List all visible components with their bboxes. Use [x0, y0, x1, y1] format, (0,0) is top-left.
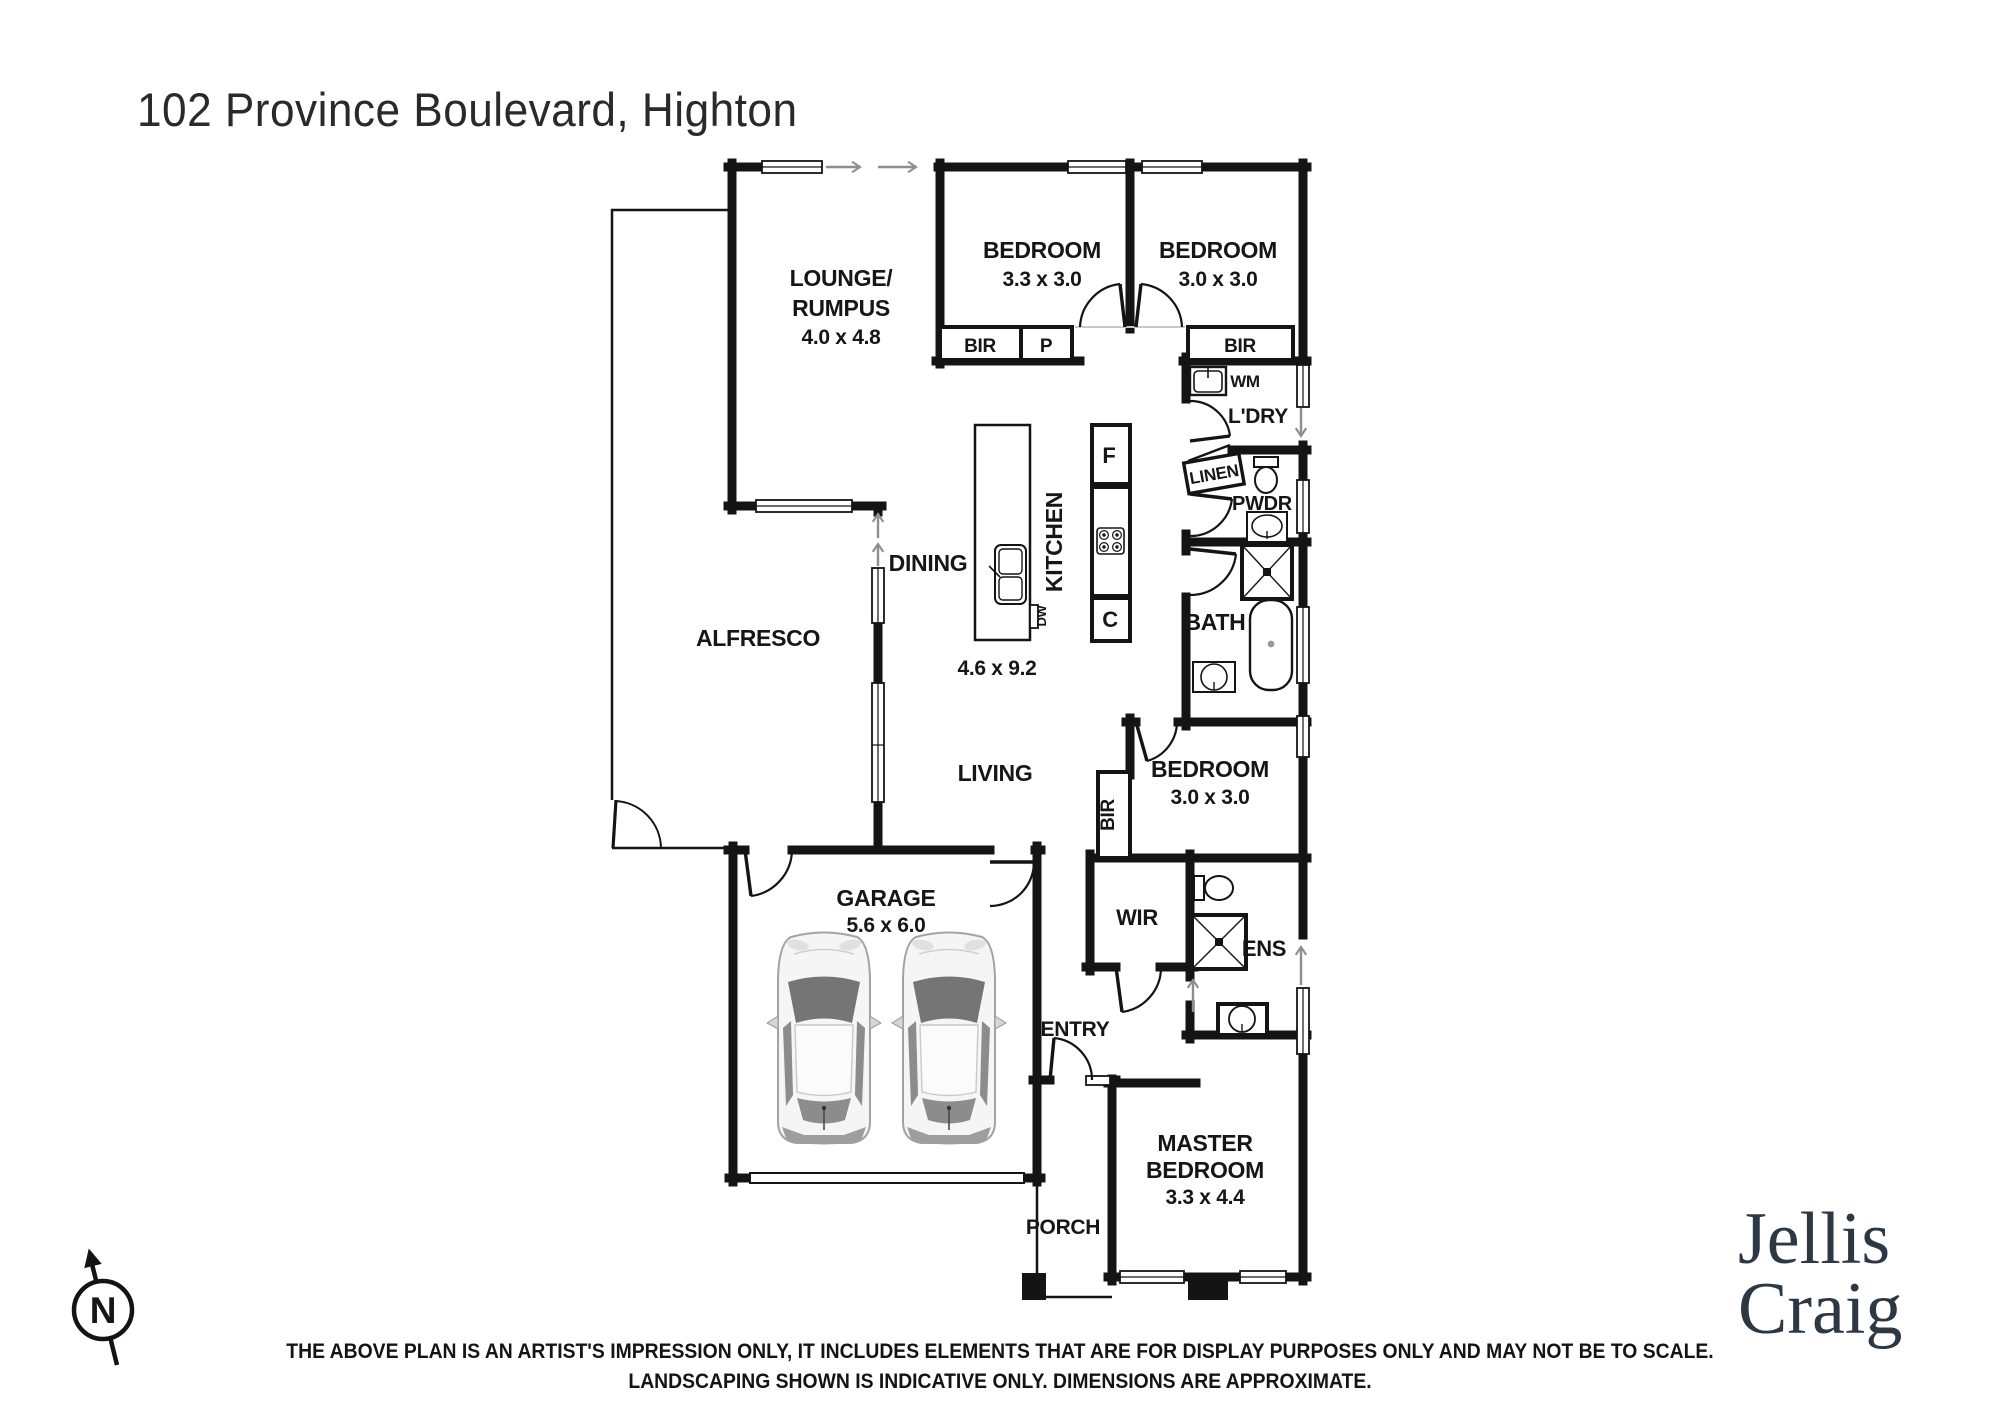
linen-closet: LINEN [1181, 443, 1247, 496]
ens-shower-icon [1190, 913, 1248, 971]
fridge-label: F [1102, 443, 1115, 468]
bath-basin-icon [1192, 661, 1236, 693]
bedroom2-dims: 3.0 x 3.0 [1178, 268, 1257, 291]
pwdr-basin-icon [1246, 511, 1288, 543]
opening-arrows [826, 160, 1308, 1012]
kitchen-label: KITCHEN [1041, 492, 1067, 592]
bedroom2-label: BEDROOM [1159, 237, 1277, 263]
pantry-closet [1019, 325, 1074, 362]
bir-bed1-label: BIR [964, 336, 996, 357]
bathtub-icon [1248, 598, 1294, 692]
lounge-label: LOUNGE/ [790, 265, 894, 291]
bir-bed2-closet [1186, 325, 1295, 362]
porch-outline [1035, 1182, 1112, 1299]
master-bedroom-label: MASTER [1157, 1130, 1253, 1156]
agency-logo-line1: Jellis [1738, 1198, 1891, 1280]
bedroom1-label: BEDROOM [983, 237, 1101, 263]
washing-machine-label: WM [1230, 372, 1260, 391]
garage-dims: 5.6 x 6.0 [846, 914, 925, 937]
bath-shower-icon [1240, 543, 1294, 601]
bedroom1-dims: 3.3 x 3.0 [1002, 268, 1081, 291]
north-compass-icon: N [71, 1248, 135, 1366]
ens-basin-icon [1228, 1005, 1256, 1033]
dishwasher-label: DW [1034, 604, 1049, 626]
powder-label: PWDR [1232, 493, 1293, 515]
bir-bed1-closet [938, 325, 1023, 362]
disclaimer-line1: THE ABOVE PLAN IS AN ARTIST'S IMPRESSION… [286, 1339, 1714, 1363]
compass-north-label: N [90, 1290, 116, 1331]
bedroom3-label: BEDROOM [1151, 756, 1269, 782]
lounge-dims: 4.0 x 4.8 [801, 326, 881, 349]
garage-label: GARAGE [836, 885, 935, 911]
bir-bed3-closet [1096, 770, 1132, 860]
master-bedroom-label: BEDROOM [1146, 1157, 1264, 1183]
dining-label: DINING [889, 550, 968, 576]
garage-door [749, 1172, 1025, 1184]
cupboard-label: C [1102, 607, 1118, 632]
alfresco-label: ALFRESCO [696, 625, 820, 651]
bath-label: BATH [1185, 609, 1246, 635]
fridge-cavity [1090, 423, 1132, 486]
cooktop-icon [1096, 527, 1125, 555]
ens-toilet-icon [1193, 875, 1234, 901]
washing-machine-icon [1188, 365, 1228, 397]
wir-label: WIR [1116, 905, 1158, 930]
bedroom3-dims: 3.0 x 3.0 [1170, 786, 1249, 809]
living-label: LIVING [958, 760, 1033, 786]
dishwasher-box [1029, 604, 1039, 629]
laundry-label: L'DRY [1228, 405, 1288, 428]
agency-logo-line2: Craig [1738, 1268, 1903, 1350]
page-title: 102 Province Boulevard, Highton [137, 83, 798, 136]
pantry-label: P [1040, 336, 1053, 357]
bir-bed3-label: BIR [1098, 799, 1119, 831]
lounge-label: RUMPUS [792, 295, 890, 321]
porch-pillar [1188, 1275, 1228, 1300]
porch-label: PORCH [1026, 1216, 1100, 1239]
pwdr-toilet-icon [1253, 456, 1279, 494]
open-plan-dims: 4.6 x 9.2 [957, 657, 1036, 680]
doors [743, 282, 1238, 1081]
kitchen-island [973, 423, 1039, 642]
bir-bed2-label: BIR [1224, 336, 1256, 357]
disclaimer-line2: LANDSCAPING SHOWN IS INDICATIVE ONLY. DI… [628, 1369, 1372, 1393]
ensuite-label: ENS [1242, 936, 1286, 961]
alfresco-outline [610, 208, 730, 850]
master-bedroom-dims: 3.3 x 4.4 [1165, 1186, 1245, 1209]
windows [749, 160, 1310, 1284]
disclaimer: THE ABOVE PLAN IS AN ARTIST'S IMPRESSION… [100, 1336, 1900, 1396]
porch-pillar [1022, 1273, 1046, 1300]
entry-label: ENTRY [1041, 1018, 1110, 1041]
agency-logo: Jellis Craig [1738, 1198, 1903, 1350]
cupboard [1090, 596, 1132, 643]
